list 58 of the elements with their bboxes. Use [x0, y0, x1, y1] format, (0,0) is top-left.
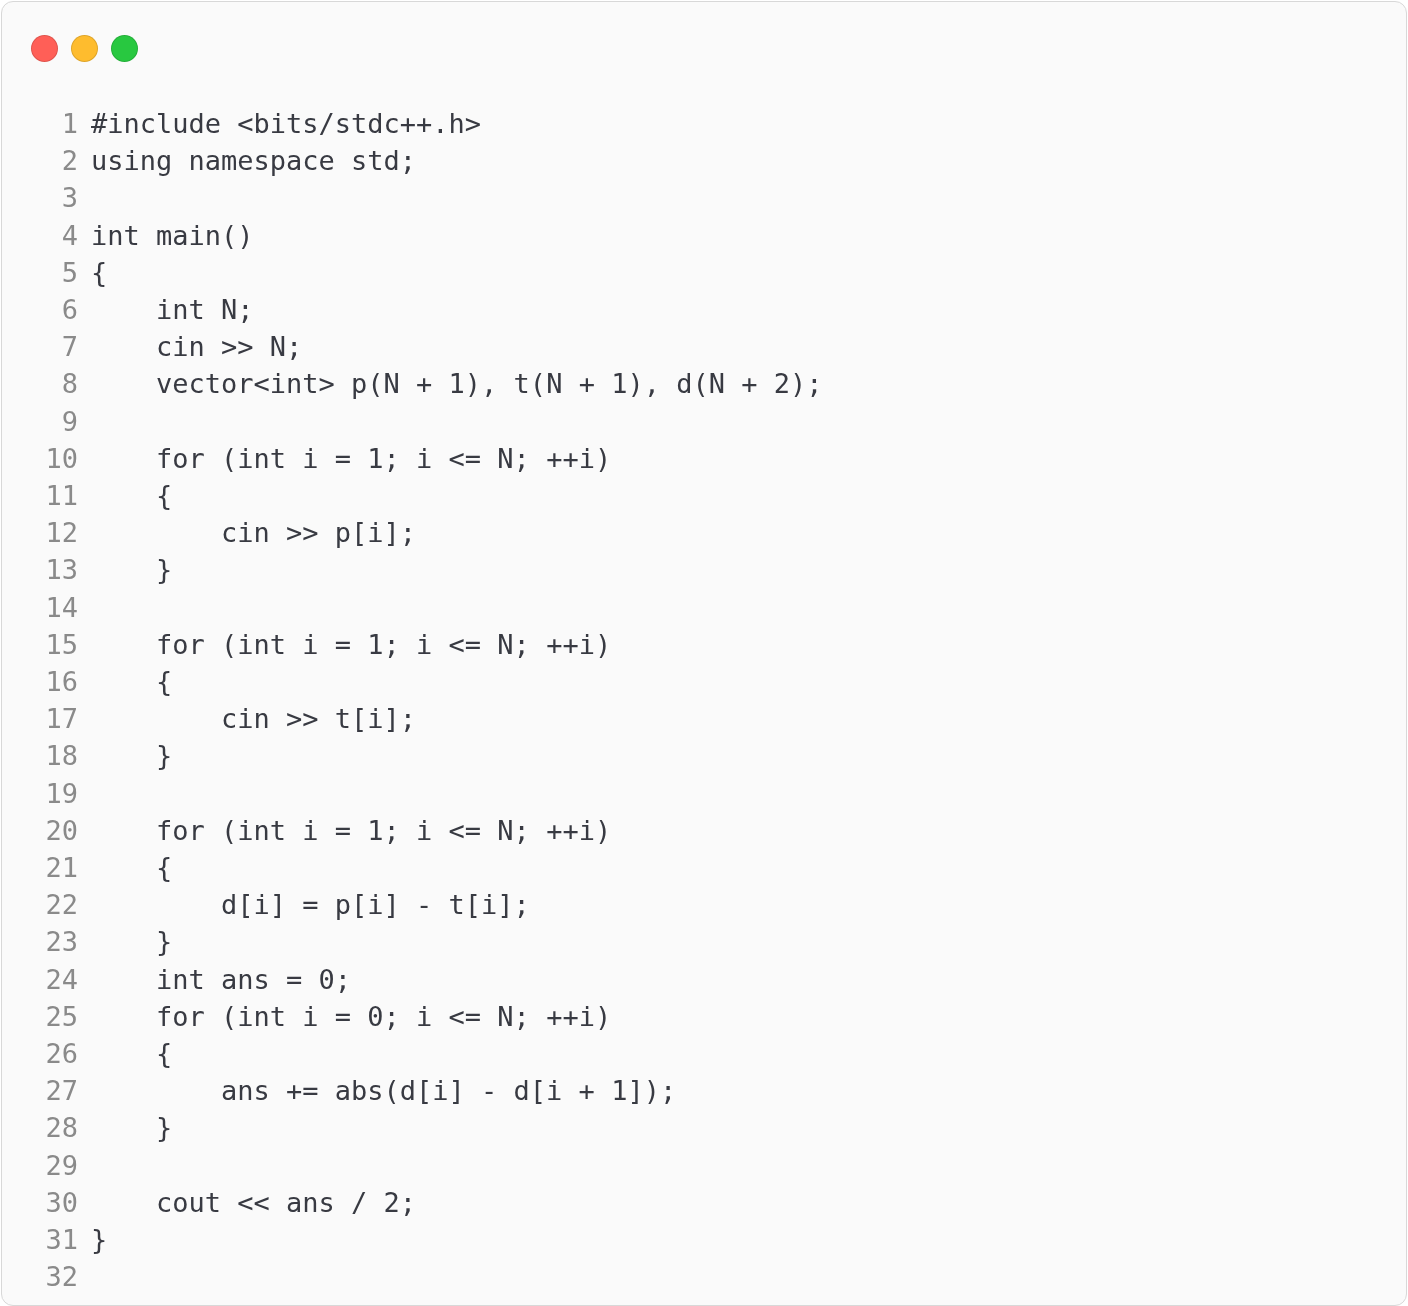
line-number: 21	[44, 851, 78, 885]
code-line: d[i] = p[i] - t[i];	[221, 888, 530, 923]
line-number: 18	[44, 739, 78, 774]
code-line: vector<int> p(N + 1), t(N + 1), d(N + 2);	[156, 367, 823, 402]
code-line: int N;	[156, 293, 254, 327]
line-number: 25	[44, 999, 78, 1034]
code-line: int main()	[91, 218, 254, 253]
code-line: {	[156, 479, 173, 513]
line-number: 23	[44, 925, 78, 960]
line-number: 7	[60, 330, 78, 365]
line-number: 8	[60, 367, 78, 402]
line-number: 15	[44, 627, 78, 662]
code-line: for (int i = 1; i <= N; ++i)	[156, 627, 612, 662]
line-number: 12	[44, 516, 78, 551]
code-line: cout << ans / 2;	[156, 1185, 417, 1220]
code-line: {	[156, 665, 173, 699]
code-line: cin >> p[i];	[221, 516, 417, 551]
line-number: 14	[44, 590, 78, 625]
line-number: 13	[44, 553, 78, 588]
line-number: 20	[44, 813, 78, 848]
line-number: 29	[44, 1148, 78, 1183]
code-line: }	[156, 925, 173, 960]
line-number: 27	[44, 1074, 78, 1109]
code-line: cin >> t[i];	[221, 702, 417, 737]
code-line: }	[156, 553, 173, 588]
line-number: 3	[60, 181, 78, 216]
code-line: for (int i = 0; i <= N; ++i)	[156, 999, 612, 1034]
code-line: }	[156, 1111, 173, 1146]
code-line: {	[91, 255, 108, 290]
code-line: }	[91, 1223, 108, 1257]
code-line: {	[156, 1037, 173, 1071]
line-number: 16	[44, 665, 78, 699]
code-line: {	[156, 851, 173, 885]
line-number: 2	[60, 144, 78, 179]
code-line: for (int i = 1; i <= N; ++i)	[156, 813, 612, 848]
line-number: 24	[44, 962, 78, 997]
line-number: 17	[44, 702, 78, 737]
code-line: ans += abs(d[i] - d[i + 1]);	[221, 1074, 677, 1109]
line-number: 10	[44, 441, 78, 476]
code-line: using namespace std;	[91, 144, 417, 179]
line-number: 22	[44, 888, 78, 923]
line-number: 6	[60, 293, 78, 327]
line-number: 4	[60, 218, 78, 253]
code-line: #include <bits/stdc++.h>	[91, 107, 482, 141]
line-number: 28	[44, 1111, 78, 1146]
line-number: 31	[44, 1223, 78, 1257]
line-number: 5	[60, 255, 78, 290]
line-number: 32	[44, 1260, 78, 1295]
line-number: 26	[44, 1037, 78, 1071]
line-number: 30	[44, 1185, 78, 1220]
line-number: 19	[44, 776, 78, 811]
line-number: 1	[60, 107, 78, 141]
line-number: 9	[60, 404, 78, 439]
line-number: 11	[44, 479, 78, 513]
code-line: int ans = 0;	[156, 962, 352, 997]
code-line: cin >> N;	[156, 330, 303, 365]
code-line: for (int i = 1; i <= N; ++i)	[156, 441, 612, 476]
code-line: }	[156, 739, 173, 774]
